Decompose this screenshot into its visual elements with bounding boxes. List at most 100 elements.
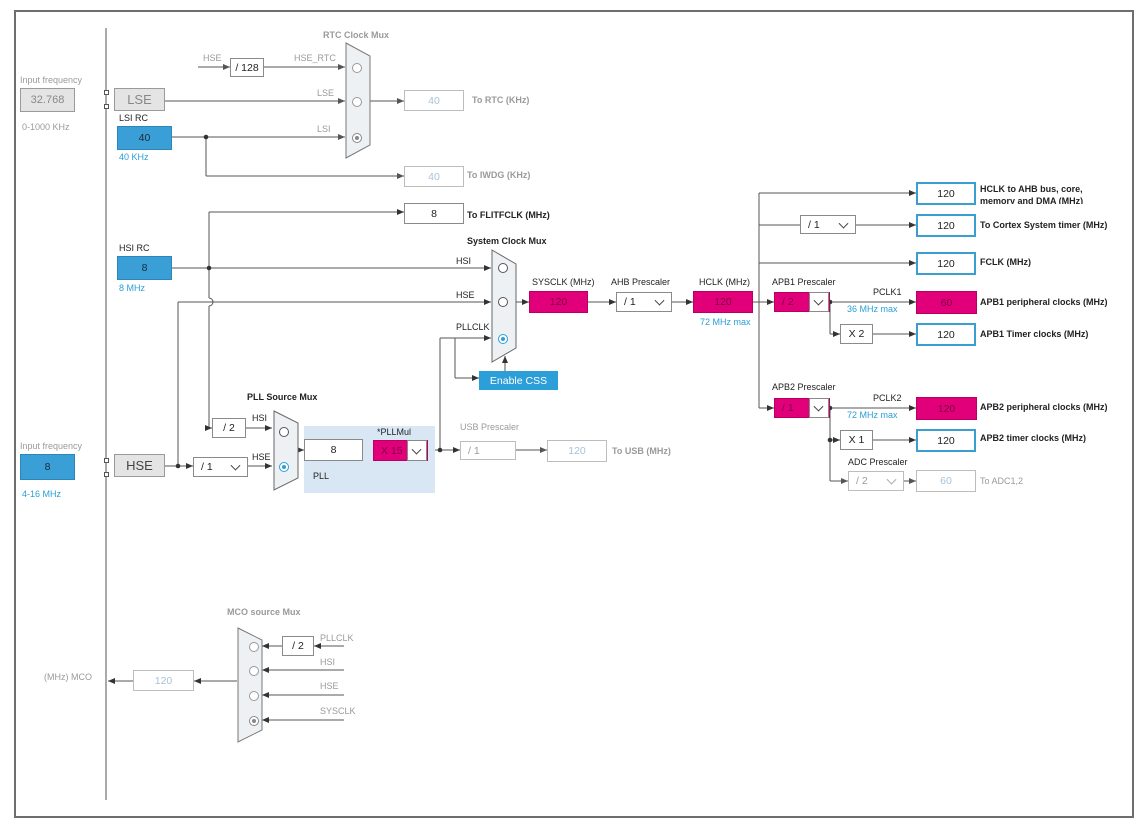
hsi-rc-value: 8 xyxy=(117,256,172,280)
lse-range-label: 0-1000 KHz xyxy=(22,122,70,132)
hclk-ahb-label-line2: memory and DMA (MHz) xyxy=(980,196,1084,204)
pll-mul-label: *PLLMul xyxy=(377,427,412,437)
cortex-timer-divider-value: / 1 xyxy=(808,218,820,231)
mco-pllclk-divider: / 2 xyxy=(282,636,314,656)
sysclk-value[interactable]: 120 xyxy=(529,291,588,313)
apb2-prescaler-select[interactable]: / 1 xyxy=(774,398,830,418)
cortex-timer-value[interactable]: 120 xyxy=(916,214,976,237)
pll-hsi-label: HSI xyxy=(252,413,268,423)
hse-block[interactable]: HSE xyxy=(114,454,165,477)
mco-pllclk-label: PLLCLK xyxy=(320,633,354,643)
mco-hsi-label: HSI xyxy=(320,657,336,667)
mco-sysclk-label: SYSCLK xyxy=(320,706,356,716)
hse-pin xyxy=(104,458,109,463)
pll-hse-label: HSE xyxy=(252,452,271,462)
rtc-mux-radio-hse[interactable] xyxy=(352,63,362,73)
hse-prediv-select[interactable]: / 1 xyxy=(193,457,248,477)
apb1-prescaler-select[interactable]: / 2 xyxy=(774,292,830,312)
mco-radio-hsi[interactable] xyxy=(249,666,259,676)
hse-prediv-value: / 1 xyxy=(201,461,213,473)
pll-source-mux-title: PLL Source Mux xyxy=(247,392,318,402)
chevron-down-icon xyxy=(838,218,849,229)
adc-output-label: To ADC1,2 xyxy=(980,476,1024,486)
apb1-prescaler-value: / 2 xyxy=(782,296,794,308)
usb-output-label: To USB (MHz) xyxy=(612,446,671,456)
mco-radio-pllclk[interactable] xyxy=(249,642,259,652)
sysclk-label: SYSCLK (MHz) xyxy=(532,277,595,287)
apb1-peripheral-value[interactable]: 60 xyxy=(916,291,977,314)
usb-prescaler-select[interactable]: / 1 xyxy=(460,441,516,460)
lsi-rc-value: 40 xyxy=(117,126,172,150)
pll-multiplier-value: X 15 xyxy=(381,444,403,457)
ahb-prescaler-select[interactable]: / 1 xyxy=(616,292,672,312)
apb2-timer-label: APB2 timer clocks (MHz) xyxy=(980,433,1087,443)
chevron-down-icon xyxy=(813,401,824,412)
lse-pin xyxy=(104,90,109,95)
rtc-mux-title: RTC Clock Mux xyxy=(323,30,390,40)
chevron-down-icon xyxy=(230,460,241,471)
pll-source-radio-hsi[interactable] xyxy=(279,427,289,437)
fclk-label: FCLK (MHz) xyxy=(980,257,1031,267)
apb2-timer-multiplier: X 1 xyxy=(840,430,873,450)
adc-output-value: 60 xyxy=(916,470,976,492)
hse-pin xyxy=(104,472,109,477)
rtc-mux-radio-lse[interactable] xyxy=(352,97,362,107)
mco-source-mux xyxy=(237,627,263,743)
hse-input-frequency-label: Input frequency xyxy=(20,441,83,451)
ahb-prescaler-label: AHB Prescaler xyxy=(611,277,671,287)
lsi-rc-label: LSI RC xyxy=(119,113,149,123)
iwdg-output-value: 40 xyxy=(404,166,464,187)
mco-radio-sysclk[interactable] xyxy=(249,716,259,726)
hse-range-label: 4-16 MHz xyxy=(22,489,62,499)
pll-label: PLL xyxy=(313,471,330,481)
hclk-value[interactable]: 120 xyxy=(693,291,753,313)
apb2-prescaler-value: / 1 xyxy=(782,402,794,414)
apb1-timer-value[interactable]: 120 xyxy=(916,323,976,346)
adc-prescaler-label: ADC Prescaler xyxy=(848,457,908,467)
rtc-output-label: To RTC (KHz) xyxy=(472,95,530,105)
fclk-value[interactable]: 120 xyxy=(916,252,976,275)
hse-input-frequency-field[interactable]: 8 xyxy=(20,454,75,480)
apb2-peripheral-value[interactable]: 120 xyxy=(916,397,977,420)
pll-input-value: 8 xyxy=(304,439,363,461)
hclk-ahb-value[interactable]: 120 xyxy=(916,182,976,205)
mco-radio-hse[interactable] xyxy=(249,691,259,701)
pll-source-radio-hse[interactable] xyxy=(279,462,289,472)
pclk2-label: PCLK2 xyxy=(873,393,902,403)
system-clock-mux-title: System Clock Mux xyxy=(467,236,547,246)
apb2-max-label: 72 MHz max xyxy=(847,410,898,420)
usb-output-value: 120 xyxy=(547,440,607,462)
mco-output-value: 120 xyxy=(133,670,194,691)
rtc-hse-rtc-label: HSE_RTC xyxy=(294,53,336,63)
cortex-timer-label: To Cortex System timer (MHz) xyxy=(980,220,1108,230)
sysmux-radio-hsi[interactable] xyxy=(498,263,508,273)
apb2-peripheral-label: APB2 peripheral clocks (MHz) xyxy=(980,402,1108,412)
hclk-ahb-label-clip: memory and DMA (MHz) xyxy=(980,195,1100,204)
rtc-lsi-label: LSI xyxy=(317,124,331,134)
lse-input-frequency-label: Input frequency xyxy=(20,75,83,85)
rtc-mux-radio-lsi[interactable] xyxy=(352,133,362,143)
mco-output-label: (MHz) MCO xyxy=(44,672,92,682)
pll-hsi-divider: / 2 xyxy=(212,418,246,438)
lse-block[interactable]: LSE xyxy=(114,88,165,111)
apb1-prescaler-label: APB1 Prescaler xyxy=(772,277,836,287)
adc-prescaler-select[interactable]: / 2 xyxy=(848,471,904,491)
enable-css-button[interactable]: Enable CSS xyxy=(479,371,558,390)
apb2-prescaler-label: APB2 Prescaler xyxy=(772,382,836,392)
pll-multiplier-select[interactable]: X 15 xyxy=(373,440,428,461)
rtc-lse-label: LSE xyxy=(317,88,335,98)
chevron-down-icon xyxy=(813,295,824,306)
sysmux-radio-hse[interactable] xyxy=(498,297,508,307)
sysmux-radio-pllclk[interactable] xyxy=(498,334,508,344)
cortex-timer-divider-select[interactable]: / 1 xyxy=(800,215,856,234)
hsi-frequency: 8 MHz xyxy=(119,283,146,293)
apb1-timer-multiplier: X 2 xyxy=(840,324,873,344)
pclk1-label: PCLK1 xyxy=(873,287,902,297)
apb2-timer-value[interactable]: 120 xyxy=(916,429,976,452)
chevron-down-icon xyxy=(654,295,665,306)
rtc-hse-divider[interactable]: / 128 xyxy=(230,58,264,77)
sysmux-hsi-label: HSI xyxy=(456,256,472,266)
lse-input-frequency-field[interactable]: 32.768 xyxy=(20,88,75,112)
hclk-label: HCLK (MHz) xyxy=(699,277,750,287)
lse-pin xyxy=(104,104,109,109)
